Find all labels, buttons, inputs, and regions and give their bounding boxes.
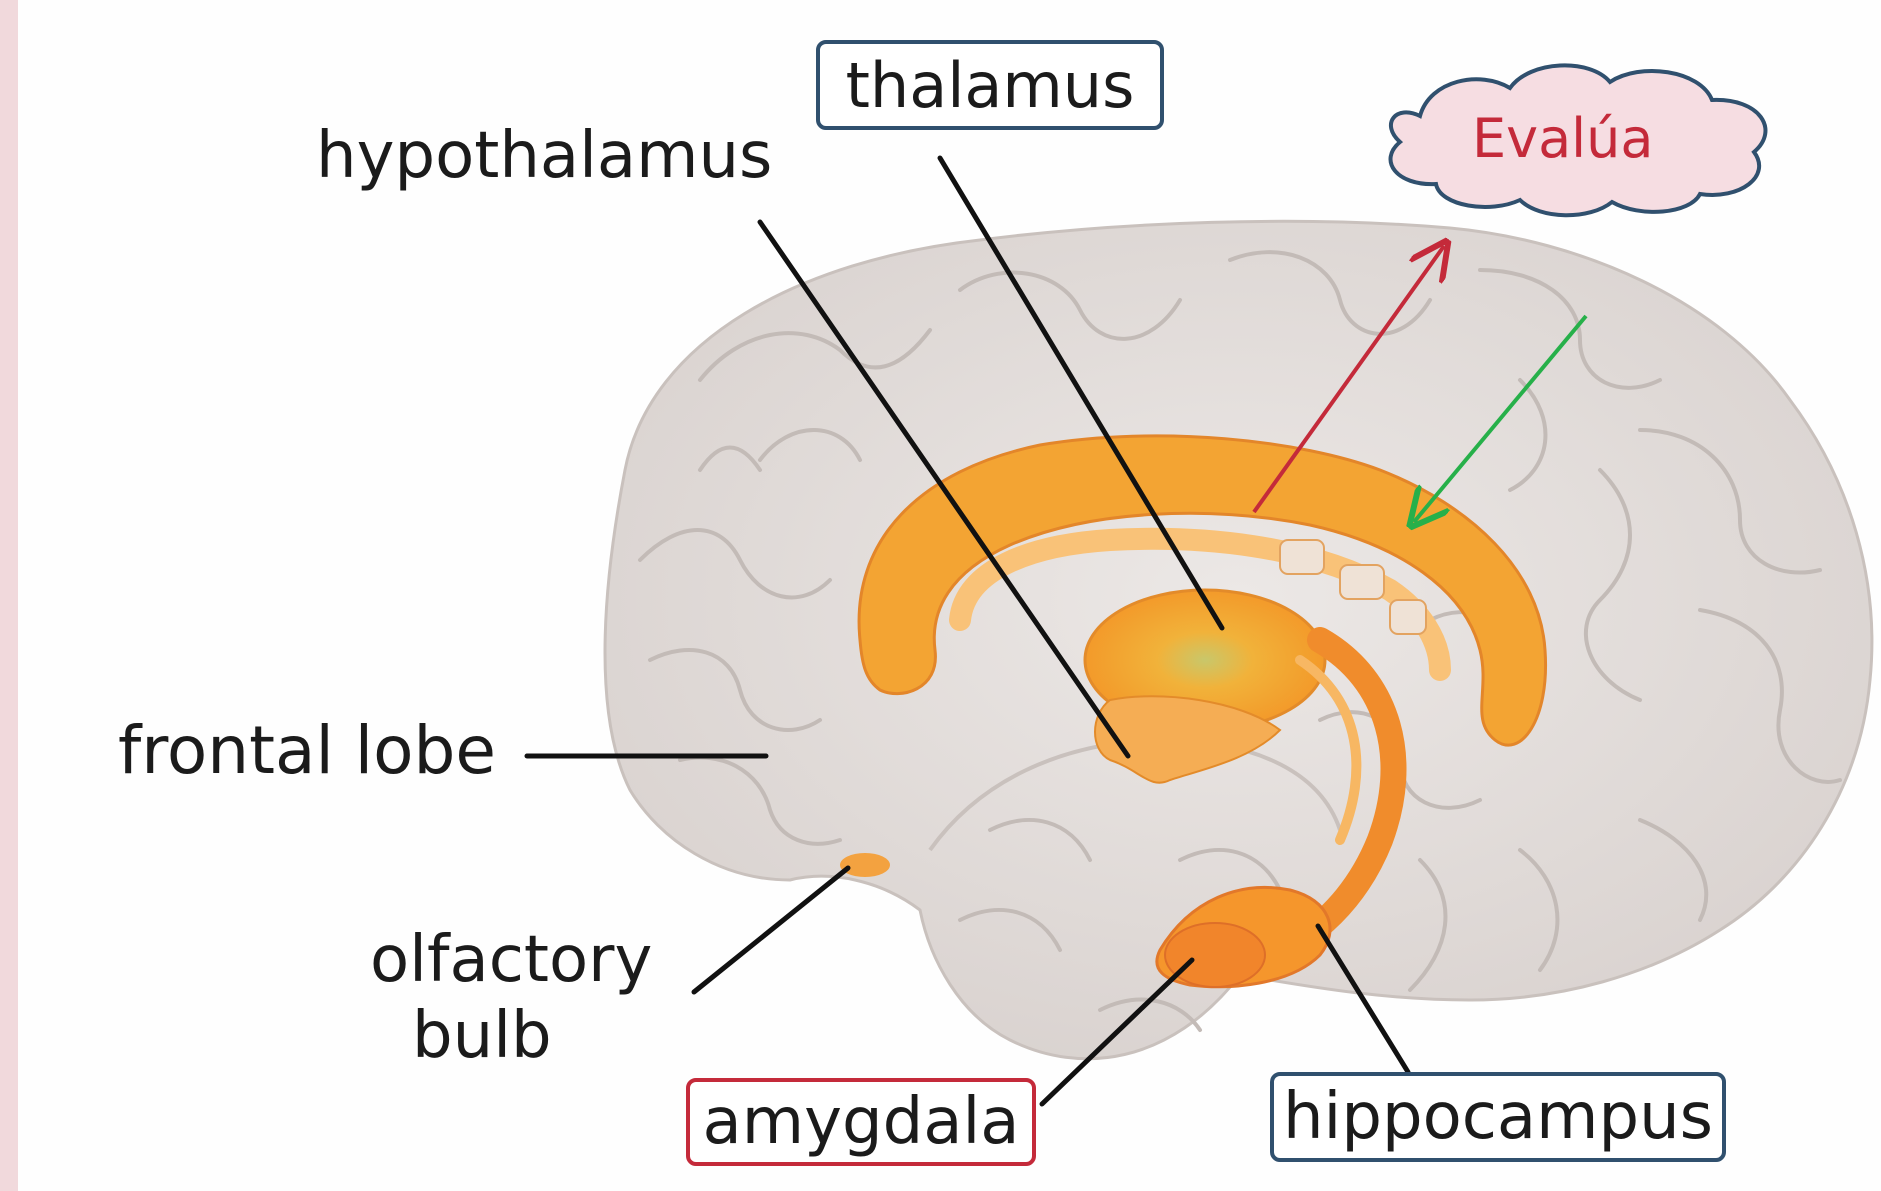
hippocampus-label: hippocampus [1274,1076,1722,1158]
frontal-lobe-label: frontal lobe [118,718,496,784]
olfactory-leader-line [694,868,848,992]
left-edge-strip [0,0,18,1191]
hypothalamus-label: hypothalamus [316,124,772,188]
olfactory-bulb-structure [840,853,890,877]
amygdala-label-box: amygdala [686,1078,1036,1166]
thalamus-label: thalamus [820,44,1160,126]
amygdala-structure [1165,923,1265,987]
hippocampus-label-box: hippocampus [1270,1072,1726,1162]
olfactory-bulb-label-line2: bulb [412,1004,552,1068]
amygdala-label: amygdala [690,1082,1032,1162]
evalua-label: Evalúa [1472,112,1654,166]
olfactory-bulb-label-line1: olfactory [370,928,652,992]
thalamus-label-box: thalamus [816,40,1164,130]
